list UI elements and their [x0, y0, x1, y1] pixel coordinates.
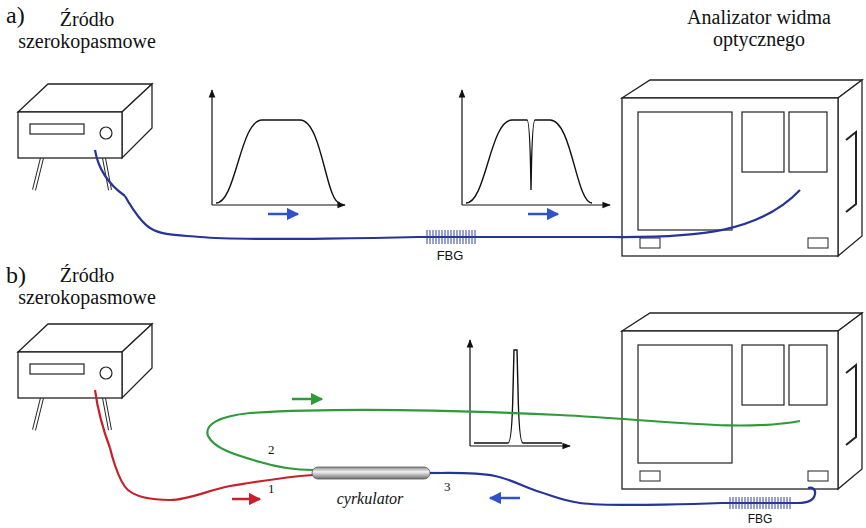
device-label: Źródło szerokopasmowe [14, 8, 160, 53]
fiber-bragg-grating: FBG [722, 490, 798, 526]
direction-arrow [292, 398, 322, 401]
port-number: 3 [444, 480, 451, 494]
bragg-grating [425, 230, 476, 244]
grating-label: FBG [748, 513, 773, 526]
fiber [300, 475, 313, 476]
direction-arrow [232, 498, 260, 501]
circulator-label: cyrkulator [337, 490, 404, 508]
optical-fiber [440, 473, 722, 505]
port-number: 2 [268, 443, 275, 457]
fiber-bragg-grating: FBG [418, 226, 482, 264]
port-number: 1 [268, 482, 275, 496]
device-label: Źródło szerokopasmowe [14, 264, 160, 309]
optical-fiber [482, 236, 610, 238]
panel-letter: a) [6, 2, 25, 28]
reflected-spectrum-plot [470, 340, 570, 446]
broadband-source: Źródło szerokopasmowe [11, 8, 163, 196]
fiber [95, 150, 125, 196]
broadband-source [18, 324, 152, 430]
fiber [610, 190, 800, 237]
spectrum-analyzer [622, 313, 862, 489]
fiber [95, 390, 110, 448]
input-spectrum-plot [212, 90, 345, 205]
broadband-source [18, 84, 152, 190]
device-label: Analizator widma optycznego [664, 6, 854, 51]
fiber [430, 472, 440, 474]
fiber [207, 410, 800, 470]
spectrum-analyzer: Analizator widma optycznego [610, 6, 862, 260]
broadband-source: Źródło szerokopasmowe [11, 264, 163, 448]
grating-label: FBG [437, 249, 464, 264]
bragg-grating [729, 497, 792, 509]
direction-arrow [268, 213, 298, 216]
circulator: cyrkulator [300, 458, 440, 508]
direction-arrow [528, 213, 558, 216]
fiber-end [798, 488, 815, 503]
spectrum-analyzer [622, 80, 862, 256]
direction-arrow [490, 497, 520, 500]
circulator-body [312, 467, 430, 479]
transmitted-spectrum-plot [462, 90, 610, 205]
panel-letter: b) [6, 262, 26, 288]
optical-fiber [125, 196, 418, 239]
